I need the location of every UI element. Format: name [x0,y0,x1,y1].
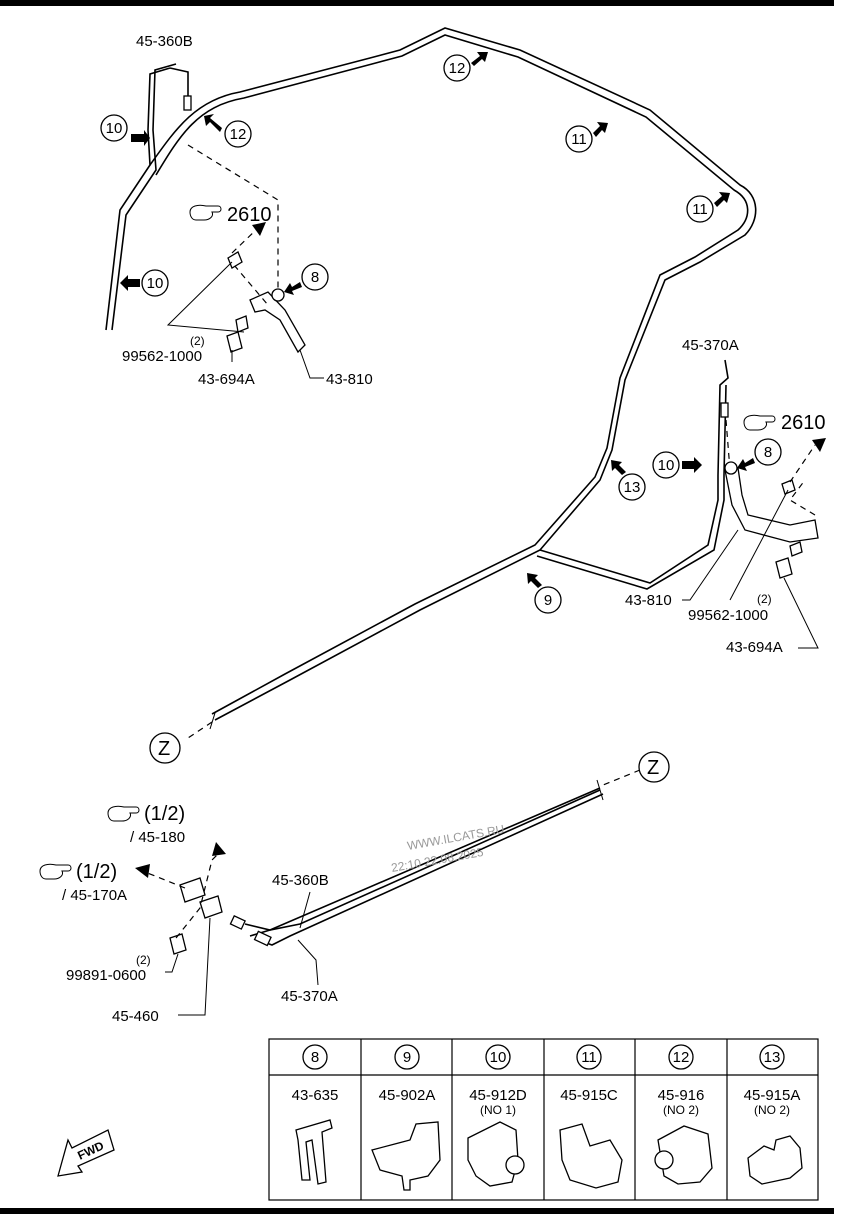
lower-pipe-section [135,769,641,1016]
callouts [100,52,782,783]
left-hose-assembly [166,144,324,379]
pipe-fitting-right [720,402,729,418]
pipe-fitting-top [183,95,192,111]
table-note-12: (NO 2) [663,1103,699,1117]
label-43-694A-right: 43-694A [726,639,783,656]
clip-45-912D-illustration [467,1121,519,1187]
label-qty-2-left: (2) [190,334,205,348]
bottom-border [0,1208,834,1214]
label-45-360B-top: 45-360B [136,33,193,50]
callout-12-b: 12 [449,60,466,77]
callout-8-right: 8 [764,444,772,461]
table-num-12: 12 [673,1049,690,1066]
ref-2610-left: 2610 [227,204,272,226]
table-num-10: 10 [490,1049,507,1066]
fwd-arrow: FWD [57,1129,115,1177]
watermark-line-1: WWW.ILCATS.RU [406,822,505,853]
callout-10-c: 10 [658,457,675,474]
label-qty-2-right: (2) [757,592,772,606]
callout-8-left: 8 [311,269,319,286]
z-marker-top: Z [158,738,170,760]
table-num-9: 9 [403,1049,411,1066]
callout-10-a: 10 [106,120,123,137]
callout-13: 13 [624,479,641,496]
parts-table: 8 9 10 11 12 13 43-635 45-902A 45-912D 4… [268,1038,819,1201]
label-99562-left: 99562-1000 [122,348,202,365]
clip-45-915C-illustration [559,1123,623,1189]
label-45-460: 45-460 [112,1008,159,1025]
z-marker-bottom: Z [647,757,659,779]
table-part-45-915A: 45-915A [744,1087,801,1104]
label-43-694A-left: 43-694A [198,371,255,388]
ref-2610-right: 2610 [781,412,826,434]
right-hose-assembly [682,419,826,649]
clip-43-635-illustration [295,1119,333,1185]
label-99891-0600: 99891-0600 [66,967,146,984]
watermark-line-2: 22:10 22.08.2025 [390,845,485,875]
table-num-8: 8 [311,1049,319,1066]
ref-half-1: (1/2) [144,803,185,825]
hand-ref-icons [39,204,776,880]
table-part-45-915C: 45-915C [560,1087,618,1104]
callout-11-b: 11 [692,201,708,218]
callout-9: 9 [544,592,552,609]
clip-45-916-illustration [657,1125,713,1185]
table-note-10: (NO 1) [480,1103,516,1117]
table-num-13: 13 [764,1049,781,1066]
callout-12-a: 12 [230,126,247,143]
top-border [0,0,834,6]
ref-45-180: / 45-180 [130,829,185,846]
label-qty-2-bottom: (2) [136,953,151,967]
label-43-810-right: 43-810 [625,592,672,609]
table-part-45-912D: 45-912D [469,1087,527,1104]
table-part-43-635: 43-635 [292,1087,339,1104]
table-part-45-916: 45-916 [658,1087,705,1104]
table-note-13: (NO 2) [754,1103,790,1117]
label-99562-right: 99562-1000 [688,607,768,624]
label-45-360B-bottom: 45-360B [272,872,329,889]
label-45-370A-bottom: 45-370A [281,988,338,1005]
callout-10-b: 10 [147,275,164,292]
table-part-45-902A: 45-902A [379,1087,436,1104]
clip-45-902A-illustration [371,1121,441,1191]
ref-half-2: (1/2) [76,861,117,883]
label-43-810-left: 43-810 [326,371,373,388]
label-45-370A-right: 45-370A [682,337,739,354]
table-num-11: 11 [581,1049,597,1066]
clip-45-915A-illustration [747,1135,803,1185]
main-brake-pipe [105,27,757,741]
ref-45-170A: / 45-170A [62,887,127,904]
callout-11-a: 11 [571,131,587,148]
